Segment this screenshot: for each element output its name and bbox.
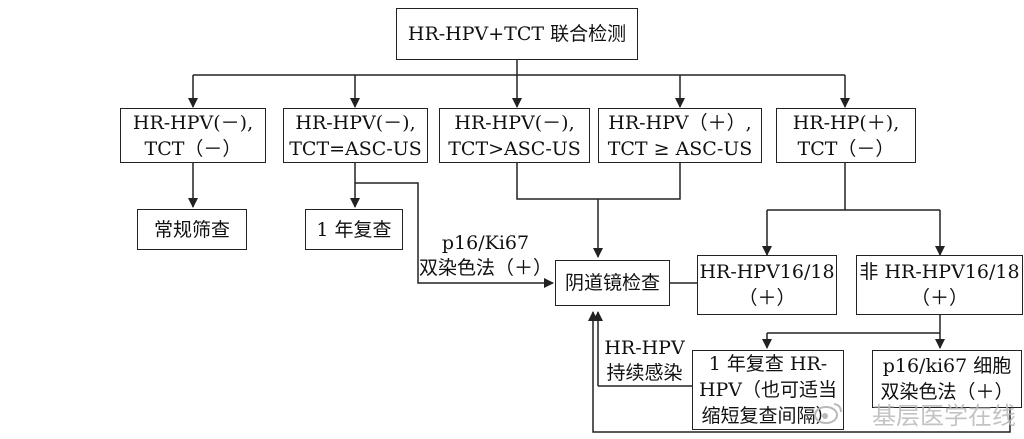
- top-node: HR-HPV+TCT 联合检测: [396, 8, 638, 60]
- routine-screening-node: 常规筛查: [137, 209, 247, 250]
- node-hpv-neg-tct-gt-ascus: HR-HPV(－), TCT>ASC-US: [439, 108, 590, 163]
- node-hp-pos-tct-neg: HR-HP(＋), TCT（－）: [776, 108, 916, 163]
- p16-ki67-cell-node: p16/ki67 细胞 双染色法（＋）: [872, 350, 1022, 408]
- watermark: 基层医学在线: [872, 402, 1016, 430]
- weibo-icon: [814, 403, 842, 424]
- colposcopy-node: 阴道镜检查: [555, 260, 670, 306]
- recheck-hpv-node: 1 年复查 HR- HPV（也可适当 缩短复查间隔）: [692, 350, 844, 430]
- non-hpv16-18-positive-node: 非 HR-HPV16/18 （＋）: [856, 255, 1023, 315]
- persistent-infection-edge-label: HR-HPV 持续感染: [604, 337, 685, 384]
- one-year-recheck-node: 1 年复查: [305, 209, 403, 250]
- node-hpv-pos-tct-ge-ascus: HR-HPV（＋）, TCT ≥ ASC-US: [598, 108, 762, 163]
- hpv16-18-positive-node: HR-HPV16/18 （＋）: [697, 255, 837, 315]
- node-hpv-neg-tct-neg: HR-HPV(－), TCT（－）: [120, 108, 266, 163]
- node-hpv-neg-tct-ascus: HR-HPV(－), TCT=ASC-US: [283, 108, 428, 163]
- p16-ki67-edge-label: p16/Ki67 双染色法（＋）: [418, 232, 552, 279]
